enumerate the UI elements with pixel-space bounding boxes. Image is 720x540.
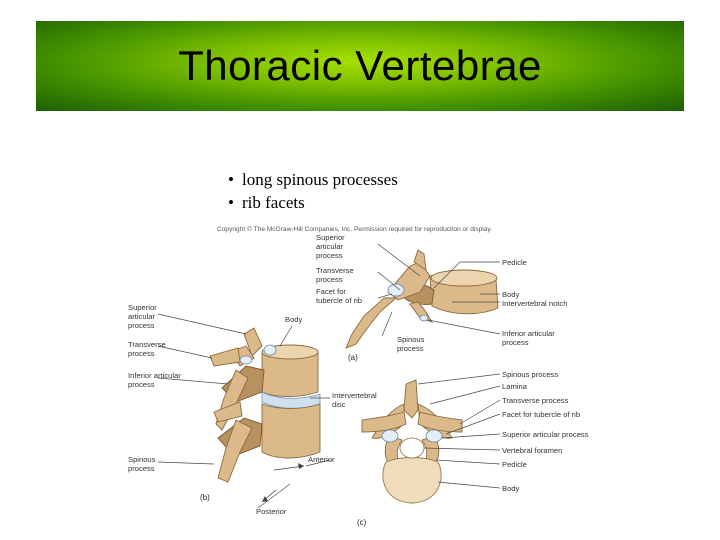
label-posterior: Posterior xyxy=(256,507,287,516)
label-vertebral-foramen: Vertebral foramen xyxy=(502,446,562,455)
panel-b-illustration xyxy=(210,328,320,482)
panel-b-tag: (b) xyxy=(200,493,210,502)
label-pedicle: Pedicle xyxy=(502,258,527,267)
label-lamina: Lamina xyxy=(502,382,528,391)
panel-a-tag: (a) xyxy=(348,353,358,362)
label-superior-articular-process: Superior articular process xyxy=(502,430,589,439)
label-facet-for-tubercle-of-rib: Facet for tubercle of rib xyxy=(502,410,580,419)
label-body: Body xyxy=(285,315,303,324)
label-body: Body xyxy=(502,290,520,299)
label-anterior: Anterior xyxy=(308,455,335,464)
label-pedicle: Pedicle xyxy=(502,460,527,469)
panel-a-illustration xyxy=(346,250,498,348)
panel-b-arrows xyxy=(262,463,304,502)
label-intervertebral-notch: Intervertebral notch xyxy=(502,299,567,308)
copyright-notice: Copyright © The McGraw-Hill Companies, I… xyxy=(217,225,492,233)
label-transverse-process: Transverse process xyxy=(502,396,569,405)
panel-c-illustration xyxy=(362,380,462,503)
panel-c-labels: Spinous process Lamina Transverse proces… xyxy=(502,370,589,493)
panel-c-tag: (c) xyxy=(357,518,367,527)
label-body: Body xyxy=(502,484,520,493)
label-spinous-process: Spinous process xyxy=(502,370,558,379)
